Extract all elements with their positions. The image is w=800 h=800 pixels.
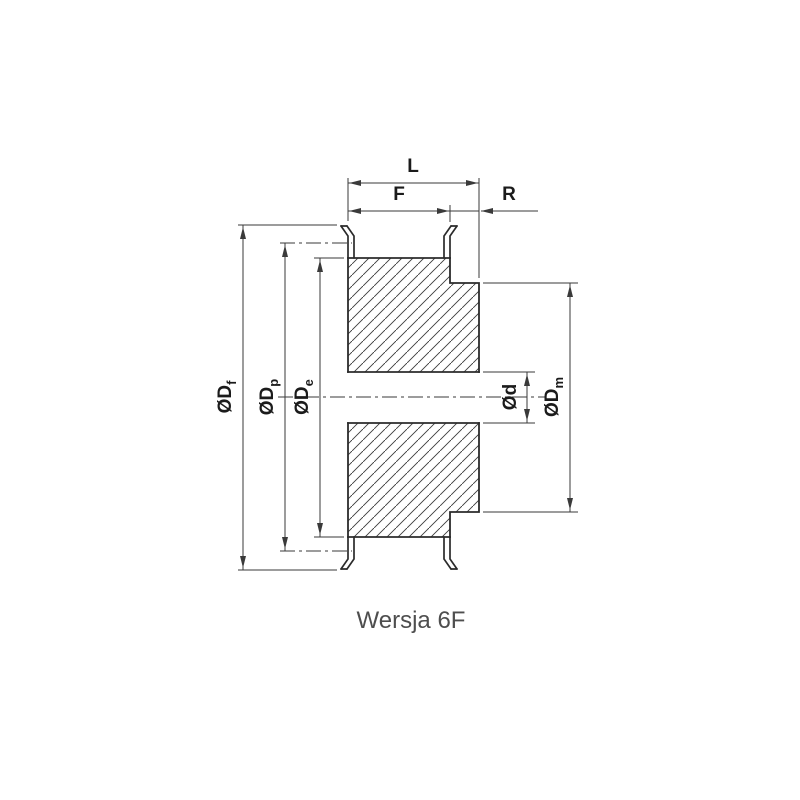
flange-bottom-right [443,536,458,570]
hatched-body [348,258,479,537]
dim-label-outer-diameter: ØDe [292,379,316,415]
drawing-caption: Wersja 6F [357,607,466,634]
outer-label-sub: e [301,379,316,386]
dim-label-hub-diameter: ØDm [542,377,566,417]
dim-flange-diameter: ØDf [215,224,337,571]
dim-label-face-width: F [393,184,405,205]
dim-label-pitch-diameter: ØDp [257,379,281,416]
flange-label-sub: f [224,380,239,385]
hub-label-sub: m [551,377,566,389]
dim-rim-offset: R [450,184,538,214]
pitch-label-sub: p [266,379,281,387]
flange-bottom-left [340,536,355,570]
flange-top-right [443,225,458,259]
dim-total-length: L [347,156,480,278]
body-outline [347,257,480,538]
hub-label-main: ØD [542,389,563,418]
dim-face-width: F [348,184,451,222]
pulley-cross-section [278,225,545,570]
bore-band [347,371,480,424]
dim-label-bore-diameter: Ød [500,384,521,410]
dim-label-flange-diameter: ØDf [215,380,239,414]
dim-bore-diameter: Ød [483,371,535,424]
flange-label-main: ØD [215,385,236,414]
dim-hub-diameter: ØDm [483,282,578,513]
outer-label-main: ØD [292,386,313,415]
flange-top-left [340,225,355,259]
dim-label-total-length: L [407,156,419,177]
pitch-label-main: ØD [257,387,278,416]
dim-label-rim-offset: R [502,184,516,205]
dim-outer-diameter: ØDe [292,257,344,538]
dim-pitch-diameter: ØDp [257,243,288,551]
